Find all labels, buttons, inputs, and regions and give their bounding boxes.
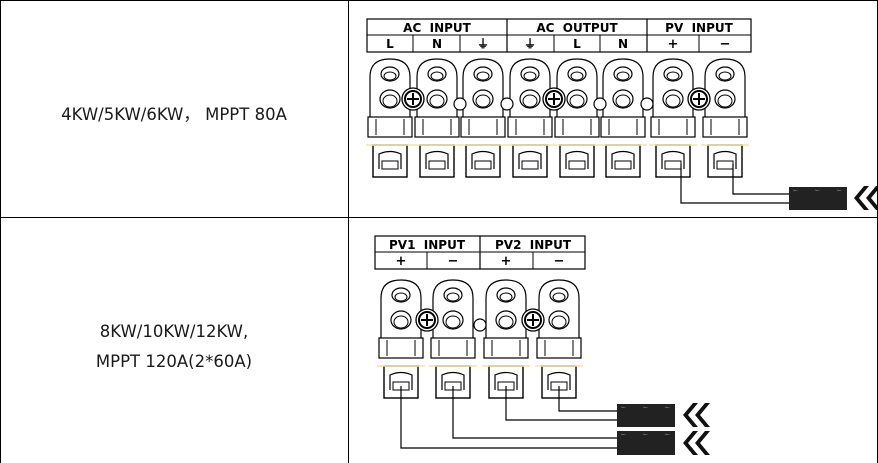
group-title-ac-output: AC OUTPUT	[536, 21, 618, 35]
row-1-gap-hole-1	[453, 97, 467, 111]
row-2-label-line-2: MPPT 120A(2*60A)	[95, 352, 253, 371]
row-1-bridge-screw-3	[687, 87, 711, 111]
row-1-gap-hole-4	[640, 97, 654, 111]
group-title-ac-input: AC INPUT	[403, 21, 471, 35]
group-title-pv2-input: PV2 INPUT	[495, 238, 572, 252]
row-1-terminal-5	[553, 58, 601, 178]
row-2-model-label: 8KW/10KW/12KW, MPPT 120A(2*60A)	[0, 317, 348, 377]
cell-ac-out-ground: ⏚	[524, 37, 536, 51]
row-2-bridge-screw-2	[521, 308, 545, 332]
table-border-top	[0, 0, 878, 1]
group-title-pv1-input: PV1 INPUT	[389, 238, 466, 252]
cell-ac-out-n: N	[618, 37, 628, 51]
cell-pv2-minus: −	[554, 254, 565, 269]
row-1-terminal-6	[599, 58, 647, 178]
table-border-left	[0, 0, 1, 463]
row-2-terminal-1	[377, 279, 425, 399]
cell-ac-in-ground: ⏚	[477, 37, 489, 51]
row-2-header-table: PV1 INPUT PV2 INPUT + − + −	[374, 235, 586, 270]
row-1-terminal-block	[366, 58, 749, 178]
row-1-cable-sheath	[789, 191, 847, 207]
row-1-gap-hole-2	[500, 97, 514, 111]
cell-pv1-minus: −	[448, 254, 459, 269]
row-1-cables	[680, 164, 877, 210]
row-2-chevron-left-icon-1	[683, 403, 710, 427]
cell-pv1-plus: +	[396, 254, 407, 269]
cell-pv-plus: +	[668, 37, 679, 52]
cell-ac-out-l: L	[573, 37, 581, 51]
row-2-cable-sheath-2	[617, 435, 675, 451]
cell-ac-in-n: N	[432, 37, 442, 51]
row-1-bridge-screw-2	[542, 87, 566, 111]
row-1-terminal-4	[506, 58, 554, 178]
row-1-terminal-diagram: AC INPUT AC OUTPUT PV INPUT L N ⏚ ⏚ L N …	[366, 18, 877, 210]
row-1-terminal-1	[366, 58, 414, 178]
row-2-terminal-2	[429, 279, 477, 399]
row-2-gap-hole-1	[473, 318, 487, 332]
row-2-terminal-block	[377, 279, 583, 399]
row-2-chevron-left-icon-2	[683, 431, 710, 455]
row-1-terminal-3	[459, 58, 507, 178]
row-1-terminal-7	[649, 58, 697, 178]
row-2-cable-sheath-1	[617, 408, 675, 423]
cell-ac-in-l: L	[386, 37, 394, 51]
row-2-bridge-screw-1	[415, 308, 439, 332]
row-2-cables	[400, 386, 710, 455]
row-1-terminal-8	[701, 58, 749, 178]
row-2-terminal-3	[482, 279, 530, 399]
row-1-terminal-2	[413, 58, 461, 178]
row-1-label-line-1: 4KW/5KW/6KW， MPPT 80A	[61, 105, 287, 124]
table-row-divider	[0, 217, 878, 218]
table-column-divider	[348, 0, 349, 463]
row-2-terminal-diagram: PV1 INPUT PV2 INPUT + − + −	[374, 235, 710, 455]
row-1-model-label: 4KW/5KW/6KW， MPPT 80A	[0, 100, 348, 130]
row-2-terminal-4	[535, 279, 583, 399]
row-1-bridge-screw-1	[401, 87, 425, 111]
row-1-chevron-left-icon	[854, 186, 877, 210]
row-1-gap-hole-3	[593, 97, 607, 111]
row-2-label-line-1: 8KW/10KW/12KW,	[99, 322, 249, 341]
group-title-pv-input: PV INPUT	[665, 21, 733, 35]
cell-pv-minus: −	[720, 37, 731, 52]
cell-pv2-plus: +	[501, 254, 512, 269]
row-1-header-table: AC INPUT AC OUTPUT PV INPUT L N ⏚ ⏚ L N …	[366, 18, 752, 53]
